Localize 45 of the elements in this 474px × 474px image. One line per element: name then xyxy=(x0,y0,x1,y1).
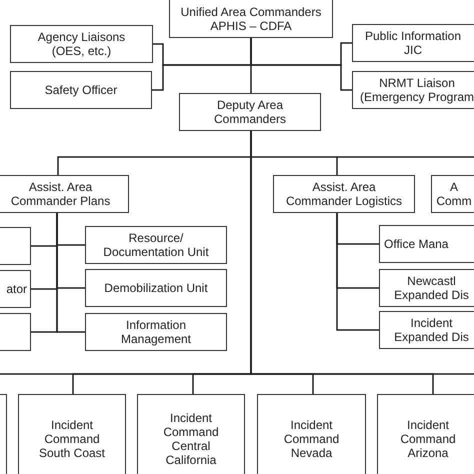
org-box xyxy=(85,313,227,351)
org-box xyxy=(10,25,153,63)
box-label: Incident Command Arizona xyxy=(399,418,457,460)
box-label: Assist. Area Commander Plans xyxy=(10,180,112,208)
box-label: Resource/ Documentation Unit xyxy=(102,231,210,259)
connector-line xyxy=(250,38,252,93)
org-box xyxy=(352,24,474,62)
org-box xyxy=(179,93,321,131)
box-label: Deputy Area Commanders xyxy=(212,98,288,126)
box-label: Safety Officer xyxy=(44,83,118,97)
box-label: Assist. Area Commander Logistics xyxy=(284,180,404,208)
org-box xyxy=(379,311,474,349)
org-box xyxy=(169,0,333,38)
box-label: Incident Expanded Dis xyxy=(393,316,470,344)
org-box xyxy=(379,225,474,263)
org-box xyxy=(431,175,474,213)
org-box xyxy=(85,226,227,264)
connector-line xyxy=(336,213,379,331)
org-box xyxy=(0,175,129,213)
box-label: Public Information JIC xyxy=(364,29,462,57)
box-label: Incident Command Central California xyxy=(162,411,220,467)
org-box xyxy=(377,394,474,474)
box-label: A Comm xyxy=(436,180,472,208)
org-box xyxy=(137,394,245,474)
org-box xyxy=(0,227,31,265)
org-box xyxy=(18,394,126,474)
org-box xyxy=(257,394,366,474)
org-box xyxy=(352,71,474,109)
box-label: Incident Command South Coast xyxy=(38,418,106,460)
box-label: Demobilization Unit xyxy=(104,281,208,295)
org-box xyxy=(379,269,474,307)
box-label: Incident Command Nevada xyxy=(282,418,340,460)
org-box xyxy=(0,270,31,308)
org-box xyxy=(10,71,152,109)
box-label: Agency Liaisons (OES, etc.) xyxy=(36,30,126,58)
box-label: Unified Area Commanders APHIS – CDFA xyxy=(180,5,322,33)
org-box xyxy=(85,269,227,307)
box-label: NRMT Liaison (Emergency Program xyxy=(358,76,474,104)
box-label: ator xyxy=(6,282,27,296)
box-label: Newcastl Expanded Dis xyxy=(393,274,470,302)
connector-line xyxy=(56,213,85,333)
org-box xyxy=(273,175,415,213)
org-box xyxy=(0,313,31,351)
box-label: Office Mana xyxy=(384,237,448,251)
box-label: Information Management xyxy=(120,318,192,346)
